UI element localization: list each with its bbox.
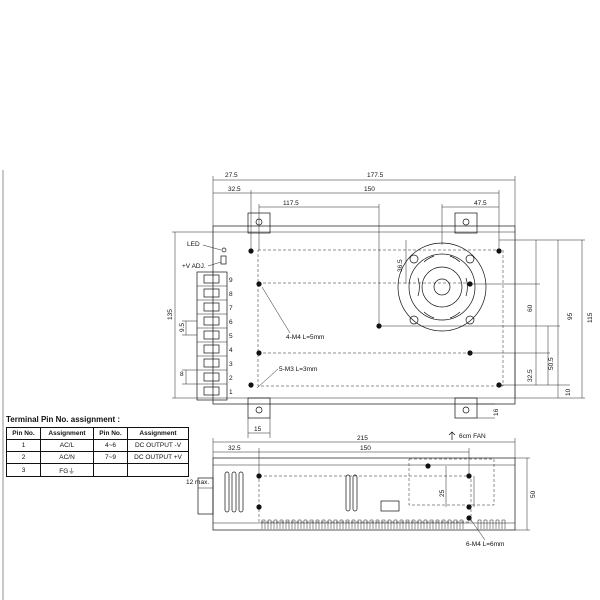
led-label: LED [187,241,200,248]
table-cell: DC OUTPUT -V [127,439,189,452]
m4-side-note: 6-M4 L=6mm [466,541,504,548]
header-assignment: Assignment [127,427,189,440]
terminal-block [196,271,228,401]
table-cell: 7~9 [93,451,128,464]
screw-hole [248,248,254,254]
screw-hole [248,382,254,388]
pin-number: 8 [229,291,233,298]
dim-27-5: 27.5 [225,172,238,179]
pin-assignment-section: Terminal Pin No. assignment : Pin No. As… [6,415,189,477]
dim-177-5: 177.5 [367,172,384,179]
dim-50-5: 50.5 [548,357,555,370]
table-cell: DC OUTPUT +V [127,451,189,464]
pin-number: 9 [229,277,233,284]
table-cell: FG⏚ [40,463,94,477]
m3-screw-note: 5-M3 L=3mm [279,366,317,373]
mount-tab-bottom-right [454,397,478,419]
internal-dashed-outline [257,249,504,387]
table-header-row: Pin No. Assignment Pin No. Assignment [6,427,189,440]
pin-number: 5 [229,333,233,340]
dim-32-5-side: 32.5 [228,445,241,452]
side-view: 215 32.5 150 12 max. 25 50 6-M4 L=6mm [186,435,537,548]
header-pin-no: Pin No. [6,427,41,440]
dim-32-5-b: 32.5 [527,369,534,382]
dim-60: 60 [527,304,534,312]
terminal-cover [197,477,214,515]
header-assignment: Assignment [40,427,94,440]
dim-50: 50 [530,490,537,498]
dim-150-side: 150 [360,445,371,452]
top-view: 9 8 7 6 5 4 3 2 1 LED +V ADJ. 27.5 177.5… [167,172,594,440]
vadj-potentiometer [220,255,227,265]
pin-number: 6 [229,319,233,326]
dim-135: 135 [167,309,174,320]
dim-150: 150 [364,186,375,193]
dim-117-5: 117.5 [283,200,299,207]
table-cell [127,463,189,477]
dim-25: 25 [439,489,446,497]
pin-table-title: Terminal Pin No. assignment : [6,415,121,424]
arrow-up-icon [448,431,456,440]
pin-number: 7 [229,305,233,312]
dim-15: 15 [254,426,262,433]
dim-32-5: 32.5 [228,186,241,193]
fan-note: 6cm FAN [459,433,486,440]
table-cell: 3 [6,463,41,477]
pin-number: 1 [229,389,233,396]
mount-tab-bottom-left [247,397,271,419]
dim-16: 16 [493,408,500,416]
dim-115: 115 [587,312,594,323]
led-indicator [221,247,227,253]
fan-grille [397,242,487,332]
pin-number: 2 [229,375,233,382]
top-view-outline [212,225,516,405]
table-cell: 4~6 [93,439,128,452]
m4-screw-note: 4-M4 L=5mm [286,334,324,341]
table-cell: 2 [6,451,41,464]
table-cell: AC/L [40,439,94,452]
dim-8: 8 [180,371,184,378]
dim-215: 215 [357,435,368,442]
pin-assignment-table: Pin No. Assignment Pin No. Assignment 1 … [6,427,189,477]
screw-hole [496,248,502,254]
table-cell [93,463,128,477]
table-row: 3 FG⏚ [6,463,189,477]
mount-tab-top-right [454,212,478,234]
bottom-vent-slots [261,519,506,529]
pin-number: 3 [229,361,233,368]
header-pin-no: Pin No. [93,427,128,440]
vadj-label: +V ADJ. [182,263,206,270]
dim-9-5: 9.5 [179,323,186,332]
dim-10: 10 [565,388,572,396]
table-cell: AC/N [40,451,94,464]
table-row: 1 AC/L 4~6 DC OUTPUT -V [6,439,189,452]
table-cell: 1 [6,439,41,452]
screw-hole [256,281,262,287]
screw-hole [256,350,262,356]
dim-36-5: 36.5 [397,259,404,272]
table-row: 2 AC/N 7~9 DC OUTPUT +V [6,451,189,464]
pin-number: 4 [229,347,233,354]
dim-12-max: 12 max. [186,479,209,486]
dim-95: 95 [567,312,574,320]
dim-47-5: 47.5 [474,200,487,207]
